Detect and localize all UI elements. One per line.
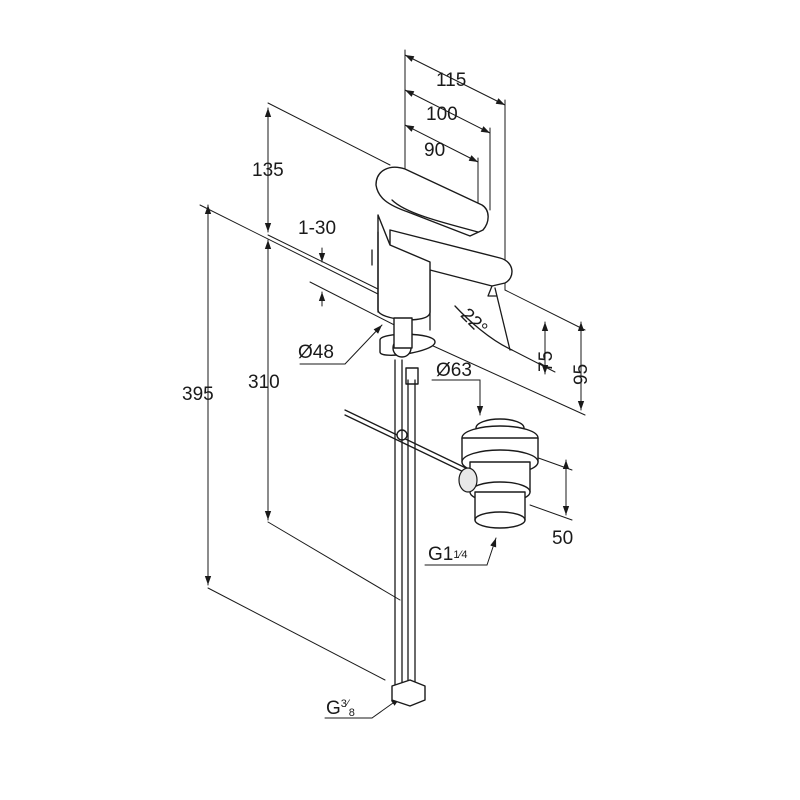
thread-waste: G11⁄4 (428, 544, 467, 565)
dim-diameter-63: Ø63 (436, 360, 472, 381)
dim-395: 395 (182, 384, 214, 405)
pop-up-waste (458, 418, 539, 529)
dim-90: 90 (424, 140, 445, 161)
dim-1-30: 1-30 (298, 218, 336, 239)
dim-100: 100 (426, 104, 458, 125)
dim-310: 310 (248, 372, 280, 393)
faucet (371, 166, 513, 351)
dim-115: 115 (436, 70, 466, 91)
dim-diameter-48: Ø48 (298, 342, 334, 363)
supply-hoses (391, 359, 426, 707)
dim-50: 50 (552, 528, 573, 549)
spout (389, 229, 513, 287)
thread-supply: G3⁄8 (326, 698, 355, 719)
dim-75: 75 (536, 351, 557, 372)
hose-connector (391, 679, 426, 707)
dimension-labels: 115 100 90 135 1-30 395 310 Ø48 Ø63 22° … (182, 70, 592, 719)
dim-135: 135 (252, 160, 284, 181)
dim-95: 95 (571, 364, 592, 385)
faucet-body (377, 214, 431, 321)
dimension-lines (199, 49, 586, 719)
lever-handle (375, 166, 489, 237)
